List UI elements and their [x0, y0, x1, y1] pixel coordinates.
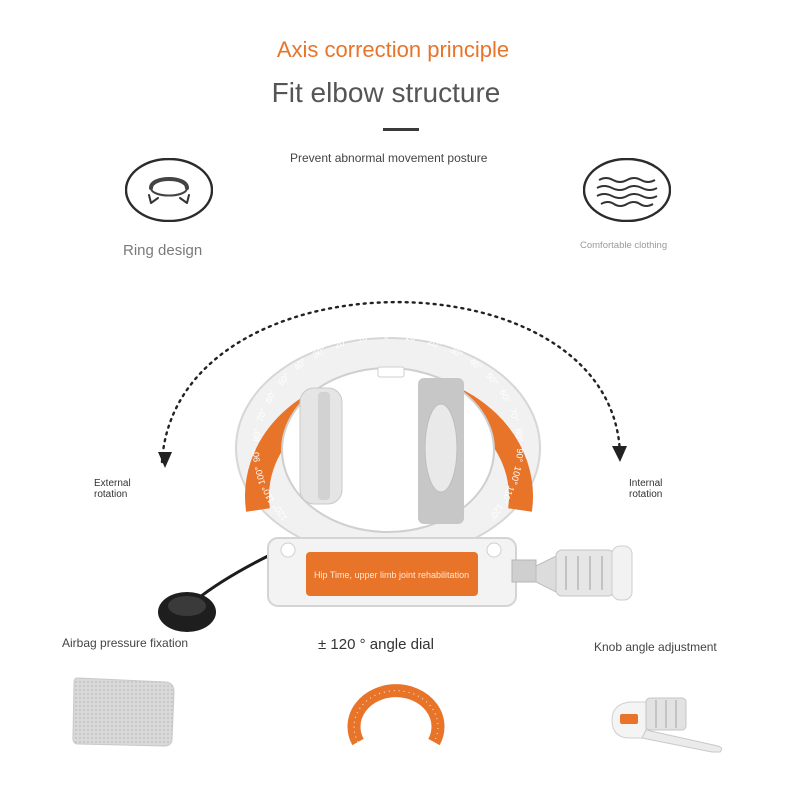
left-arrowhead-icon	[158, 452, 172, 468]
page-title: Fit elbow structure	[271, 77, 501, 108]
wave-lines-icon	[583, 158, 671, 222]
dial-tick-label: 0°	[384, 331, 393, 341]
title-divider	[383, 128, 419, 131]
ring-icon	[125, 158, 213, 222]
airbag-pad-thumbnail	[72, 677, 175, 747]
dial-tick-label: 80°	[251, 427, 263, 442]
internal-rotation-label: Internal rotation	[629, 478, 663, 500]
brand-banner	[306, 552, 478, 596]
banner-text: Hip Time, upper limb joint rehabilitatio…	[314, 570, 470, 580]
dial-tick-label: 10°	[404, 332, 420, 344]
section-subtitle: Axis correction principle	[276, 37, 510, 62]
knob-label: Knob angle adjustment	[594, 640, 717, 654]
dial-tick-label: 70°	[507, 407, 521, 423]
comfortable-clothing-label: Comfortable clothing	[580, 240, 668, 251]
airbag-label: Airbag pressure fixation	[62, 636, 189, 650]
ring-design-label: Ring design	[123, 242, 203, 259]
rotation-arc	[160, 300, 622, 464]
angle-dial-label: ± 120 ° angle dial	[318, 636, 434, 653]
adjustment-knob	[555, 549, 615, 597]
dial-tick-label: 20°	[427, 336, 444, 350]
dial-tick-label: 70°	[255, 407, 269, 423]
dial-arc-thumbnail	[347, 684, 445, 746]
dial-tick-label: 80°	[513, 428, 525, 443]
dial-tick-label: 20°	[333, 336, 350, 350]
dial-tick-label: 100°	[509, 465, 523, 486]
dial-tick-label: 10°	[356, 332, 372, 344]
tagline: Prevent abnormal movement posture	[290, 151, 488, 165]
dial-tick-label: 100°	[253, 465, 267, 486]
dial-tick-label: 90°	[251, 448, 262, 463]
right-arrowhead-icon	[612, 446, 627, 462]
dial-tick-label: 90°	[514, 448, 525, 463]
knob-thumbnail	[611, 697, 723, 753]
air-tube	[195, 554, 269, 602]
external-rotation-label: External rotation	[94, 478, 131, 500]
